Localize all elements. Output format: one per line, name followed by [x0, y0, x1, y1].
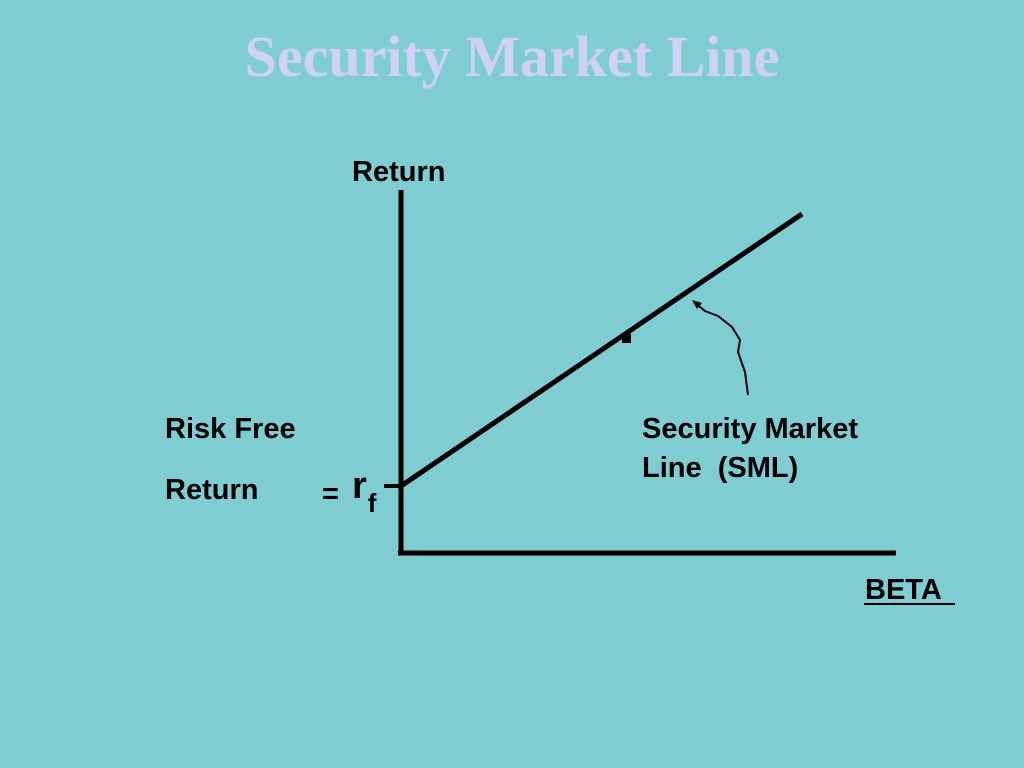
rf-symbol: rf: [352, 465, 376, 518]
risk-free-label-line1: Risk Free: [165, 413, 296, 445]
risk-free-label-line2: Return: [165, 474, 259, 506]
equals-sign: =: [322, 478, 339, 510]
sml-point-marker: [622, 334, 631, 343]
y-axis-label: Return: [352, 156, 446, 188]
sml-label-line1: Security Market: [642, 413, 858, 445]
rf-subscript: f: [367, 488, 377, 518]
callout-arrow-line: [693, 301, 749, 396]
callout-arrowhead: [692, 300, 702, 309]
x-axis-label: BETA: [865, 574, 942, 606]
sml-label-line2: Line (SML): [642, 452, 799, 484]
slide-title: Security Market Line: [244, 24, 780, 89]
rf-symbol-r: r: [352, 465, 367, 507]
sml-line: [399, 211, 804, 489]
